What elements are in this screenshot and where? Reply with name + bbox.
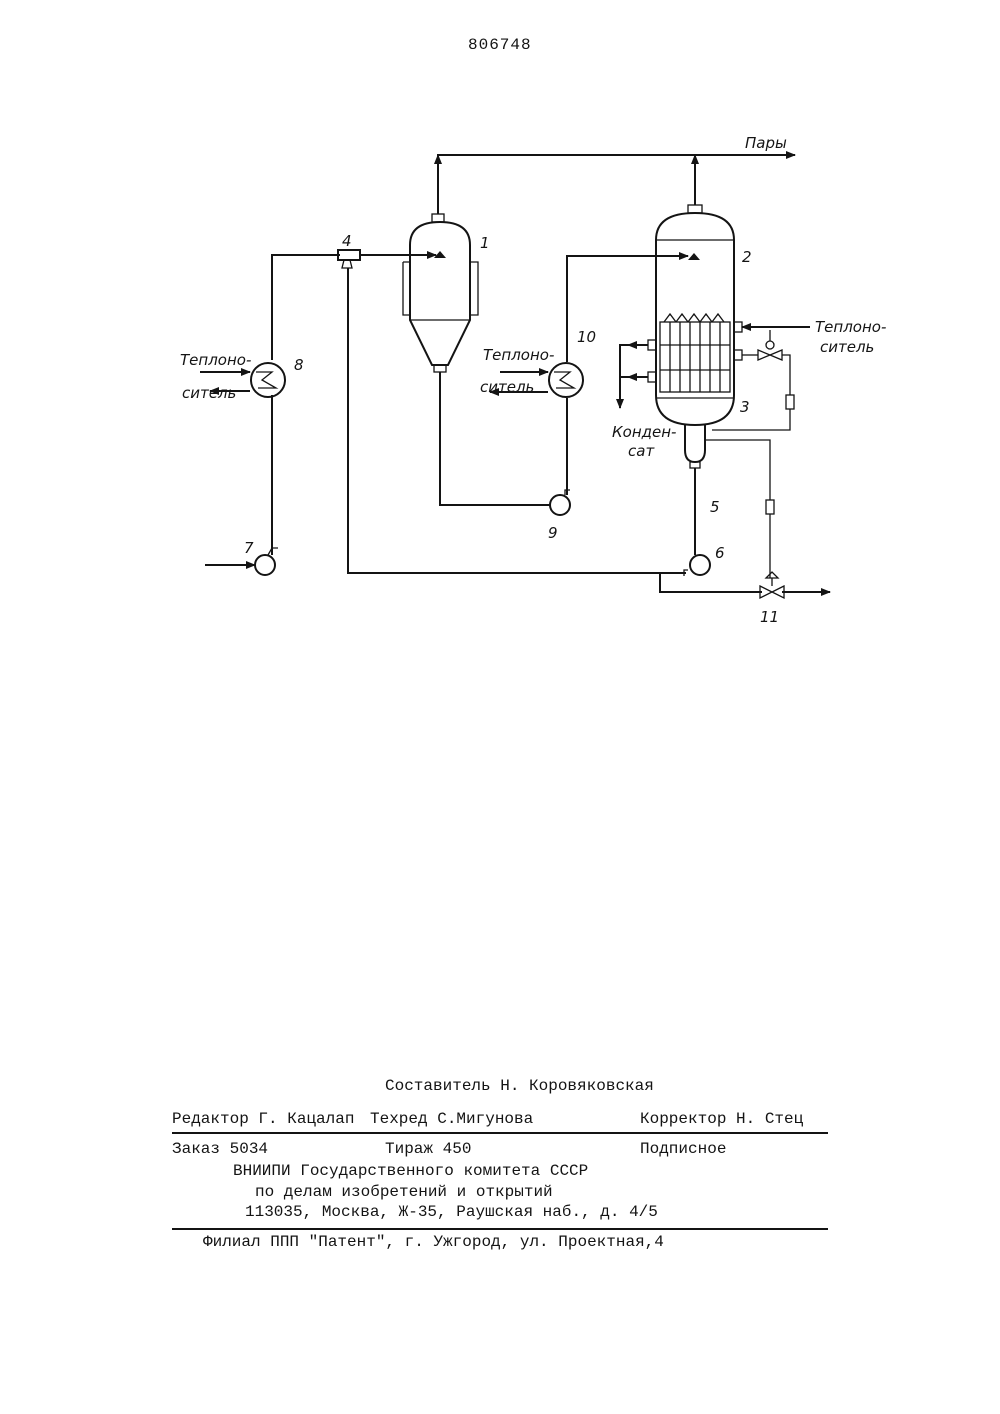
number-6: 6 xyxy=(715,544,725,562)
imprint-circulation: Тираж 450 xyxy=(385,1140,471,1158)
number-3: 3 xyxy=(740,398,750,416)
imprint-divider-top xyxy=(172,1132,828,1134)
vapor-header-line xyxy=(438,155,795,214)
imprint-subscription: Подписное xyxy=(640,1140,726,1158)
number-8: 8 xyxy=(294,356,304,374)
number-1: 1 xyxy=(480,234,490,252)
imprint-branch: Филиал ППП "Патент", г. Ужгород, ул. Про… xyxy=(203,1233,664,1251)
imprint-compiler: Составитель Н. Коровяковская xyxy=(385,1077,654,1095)
label-coolant-mid-1: Теплоно- xyxy=(483,346,554,364)
number-7: 7 xyxy=(244,539,254,557)
number-11: 11 xyxy=(760,608,779,626)
number-4: 4 xyxy=(342,232,352,250)
label-coolant-right-2: ситель xyxy=(820,338,874,356)
imprint-address: 113035, Москва, Ж-35, Раушская наб., д. … xyxy=(245,1203,658,1221)
imprint-org-2: по делам изобретений и открытий xyxy=(255,1183,553,1201)
vessel-1 xyxy=(403,214,478,372)
label-condensate-2: сат xyxy=(628,442,655,460)
label-coolant-left-2: ситель xyxy=(182,384,236,402)
label-coolant-mid-2: ситель xyxy=(480,378,534,396)
label-coolant-right-1: Теплоно- xyxy=(815,318,886,336)
number-10: 10 xyxy=(577,328,596,346)
feed-line xyxy=(205,255,436,575)
imprint-divider-bottom xyxy=(172,1228,828,1230)
column-coolant-circuit xyxy=(705,327,810,578)
imprint-editor: Редактор Г. Кацалап xyxy=(172,1110,354,1128)
pump-6 xyxy=(684,555,710,576)
label-condensate-1: Конден- xyxy=(612,423,676,441)
imprint-order: Заказ 5034 xyxy=(172,1140,268,1158)
imprint-corrector: Корректор Н. Стец xyxy=(640,1110,803,1128)
condensate-lines xyxy=(620,345,648,408)
valve-11 xyxy=(760,572,784,598)
process-flow-diagram: Пары Теплоно- ситель Теплоно- ситель Теп… xyxy=(0,0,1000,700)
imprint-org-1: ВНИИПИ Государственного комитета СССР xyxy=(233,1162,588,1180)
label-coolant-left-1: Теплоно- xyxy=(180,351,251,369)
number-5: 5 xyxy=(710,498,720,516)
label-vapors: Пары xyxy=(745,134,787,152)
imprint-techred: Техред С.Мигунова xyxy=(370,1110,533,1128)
mixer-4 xyxy=(338,250,360,268)
number-9: 9 xyxy=(548,524,558,542)
number-2: 2 xyxy=(742,248,752,266)
